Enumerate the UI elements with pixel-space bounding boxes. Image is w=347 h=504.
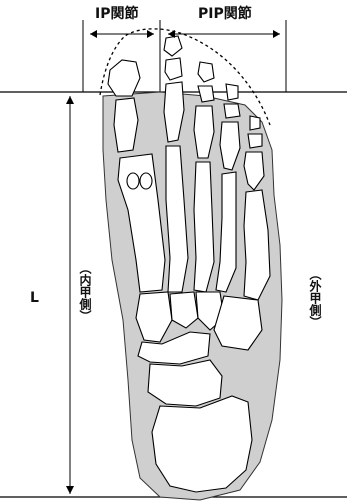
length-dimension: L xyxy=(30,96,74,494)
pip-joint-arrowhead-right xyxy=(273,30,280,38)
pip-joint-label: PIP関節 xyxy=(198,5,252,22)
ip-joint-label: IP関節 xyxy=(95,5,138,22)
length-label: L xyxy=(30,290,39,306)
ip-joint-annotation: IP関節 xyxy=(90,5,154,38)
toe5-distal xyxy=(250,116,260,130)
hallux-proximal-phalanx xyxy=(114,98,138,152)
lateral-side-label: （外甲側） xyxy=(308,268,322,328)
toe3-distal xyxy=(198,62,214,82)
length-arrowhead-bottom xyxy=(66,486,74,494)
hallux-distal-phalanx xyxy=(108,60,140,96)
sesamoid-2 xyxy=(140,173,152,189)
pip-joint-annotation: PIP関節 xyxy=(168,5,280,38)
ip-joint-arrowhead-left xyxy=(90,30,97,38)
ip-joint-arrowhead-right xyxy=(147,30,154,38)
length-arrowhead-top xyxy=(66,96,74,104)
sesamoid-1 xyxy=(127,173,139,189)
calcaneus xyxy=(152,396,252,492)
metatarsal-3 xyxy=(194,162,214,292)
talus xyxy=(148,360,222,406)
toe2-distal xyxy=(164,36,182,56)
toe4-middle xyxy=(224,104,240,118)
medial-side-label: （内甲側） xyxy=(78,262,92,322)
toe2-middle xyxy=(165,58,182,80)
toe4-distal xyxy=(226,84,238,100)
toe5-middle xyxy=(248,134,262,148)
